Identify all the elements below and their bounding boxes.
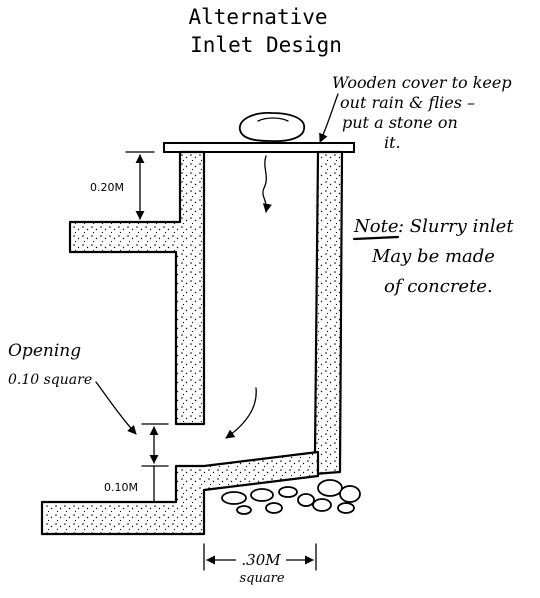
gravel-base: [221, 479, 361, 515]
dimension-arrow-icon: [125, 151, 155, 223]
opening-leader-arrow: [95, 381, 137, 435]
dimension-lower: [141, 423, 169, 503]
cover-leader-arrow: [319, 93, 339, 143]
upper-height-label: 0.20M: [90, 181, 124, 194]
cover-note-line-4: it.: [384, 133, 401, 152]
outer-wall: [312, 150, 344, 476]
stone-icon: [239, 112, 305, 143]
note-underline: [352, 235, 400, 241]
note-line-3: of concrete.: [384, 276, 493, 297]
sloped-floor: [40, 450, 320, 536]
cover-note-line-1: Wooden cover to keep: [332, 73, 512, 92]
width-unit-label: square: [239, 571, 284, 586]
wooden-cover: [163, 142, 355, 153]
lower-height-label: 0.10M: [104, 481, 138, 494]
width-value-label: .30M: [241, 551, 281, 569]
arrow-down-icon: [262, 155, 272, 213]
note-line-1: : Slurry inlet: [398, 216, 514, 237]
title-line-1: Alternative: [188, 5, 327, 29]
opening-label-line-1: Opening: [8, 341, 81, 361]
note-label: Note: [353, 216, 398, 237]
inner-wall: [68, 150, 206, 426]
cover-note-line-2: out rain & flies –: [340, 93, 475, 112]
note-line-2: May be made: [371, 246, 495, 267]
opening-label-line-2: 0.10 square: [8, 372, 92, 388]
arrow-down-left-icon: [225, 387, 257, 439]
title-line-2: Inlet Design: [190, 33, 342, 57]
cover-note-line-3: put a stone on: [342, 113, 458, 132]
